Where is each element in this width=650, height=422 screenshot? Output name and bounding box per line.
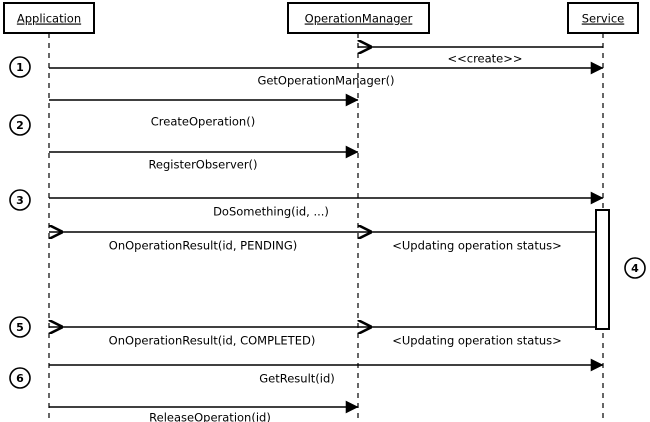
message-label-on-operation-result-completed: OnOperationResult(id, COMPLETED) [109, 334, 316, 348]
message-label-on-operation-result-pending: OnOperationResult(id, PENDING) [109, 239, 297, 253]
step-3-circle [9, 189, 31, 211]
message-do-something: DoSomething(id, ...) [49, 191, 604, 219]
message-label-create: <<create>> [447, 52, 522, 66]
step-2-circle [9, 114, 31, 136]
participant-box-application[interactable] [3, 2, 95, 34]
step-5: 5 [9, 316, 31, 338]
message-on-operation-result-pending: OnOperationResult(id, PENDING) [49, 232, 358, 253]
step-5-circle [9, 316, 31, 338]
step-4-number: 4 [631, 262, 639, 275]
message-get-operation-manager: GetOperationManager() [49, 61, 604, 88]
message-label-get-result: GetResult(id) [259, 372, 335, 386]
participant-label-operation_manager: OperationManager [305, 12, 413, 26]
step-4-circle [624, 257, 646, 279]
participant-label-application: Application [17, 12, 81, 26]
message-get-result: GetResult(id) [49, 358, 604, 386]
activations-layer [595, 209, 610, 330]
participant-box-service[interactable] [567, 2, 639, 34]
step-markers-layer: 1 2 3 4 5 6 [9, 56, 646, 389]
step-6-number: 6 [16, 372, 24, 385]
activation-bar-service [595, 209, 610, 330]
step-5-number: 5 [16, 321, 24, 334]
message-create-operation: CreateOperation() [49, 93, 359, 129]
step-2-number: 2 [16, 119, 24, 132]
step-1: 1 [9, 56, 31, 78]
step-2: 2 [9, 114, 31, 136]
participant-service[interactable]: Service [567, 2, 639, 34]
message-register-observer: RegisterObserver() [49, 145, 359, 172]
step-6-circle [9, 367, 31, 389]
message-updating-status-pending: <Updating operation status> [358, 232, 596, 253]
participant-box-operation_manager[interactable] [287, 2, 430, 34]
message-release-operation: ReleaseOperation(id) [49, 400, 359, 422]
message-label-do-something: DoSomething(id, ...) [213, 205, 329, 219]
message-label-register-observer: RegisterObserver() [148, 158, 257, 172]
messages-layer: <<create>> GetOperationManager() CreateOpe… [49, 47, 604, 422]
participant-label-service: Service [582, 12, 625, 26]
lifelines-layer [48, 33, 604, 422]
step-3-number: 3 [16, 194, 24, 207]
step-1-number: 1 [16, 61, 24, 74]
message-label-create-operation: CreateOperation() [151, 115, 255, 129]
step-6: 6 [9, 367, 31, 389]
step-4: 4 [624, 257, 646, 279]
message-create: <<create>> [358, 47, 603, 66]
message-label-release-operation: ReleaseOperation(id) [149, 411, 271, 422]
step-3: 3 [9, 189, 31, 211]
participants-layer: Application OperationManager Service [3, 2, 639, 34]
message-label-updating-status-completed: <Updating operation status> [392, 334, 562, 348]
participant-application[interactable]: Application [3, 2, 95, 34]
message-label-updating-status-pending: <Updating operation status> [392, 239, 562, 253]
step-1-circle [9, 56, 31, 78]
participant-operation_manager[interactable]: OperationManager [287, 2, 430, 34]
message-updating-status-completed: <Updating operation status> [358, 327, 596, 348]
message-on-operation-result-completed: OnOperationResult(id, COMPLETED) [49, 327, 358, 348]
message-label-get-operation-manager: GetOperationManager() [257, 74, 394, 88]
